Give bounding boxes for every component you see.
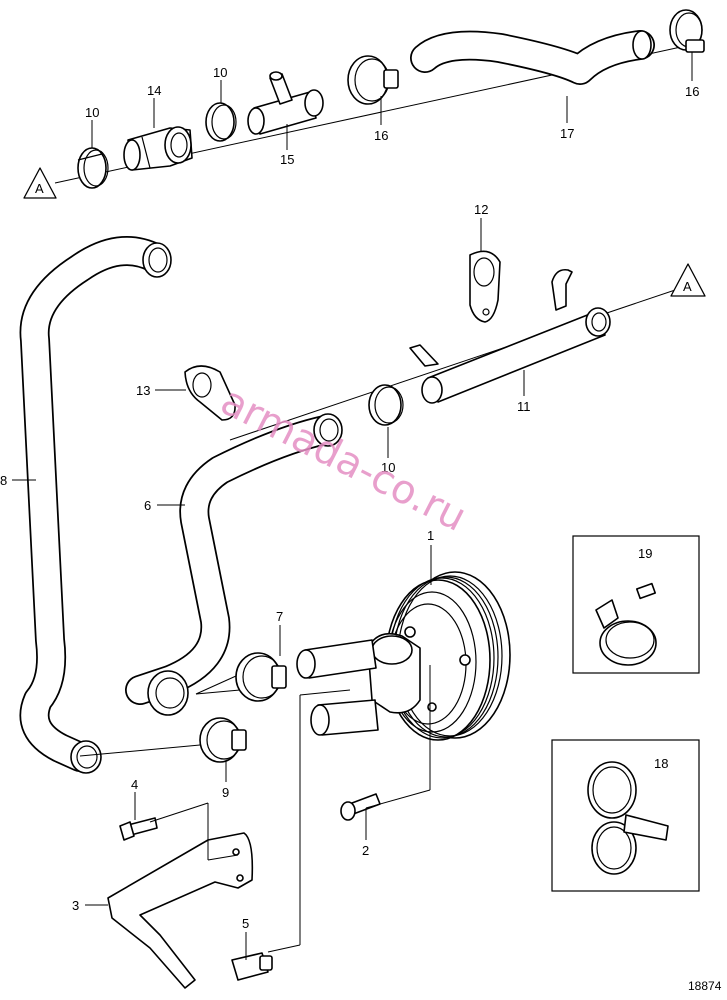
hose-8 bbox=[19, 235, 172, 774]
callout-12: 12 bbox=[474, 202, 488, 217]
callout-10-lower: 10 bbox=[381, 460, 395, 475]
callout-3: 3 bbox=[72, 898, 79, 913]
section-marker-a-right: A bbox=[670, 263, 706, 297]
callout-9: 9 bbox=[222, 785, 229, 800]
callout-18: 18 bbox=[654, 756, 668, 771]
section-marker-a-right-label: A bbox=[683, 279, 692, 294]
clamp-16-left bbox=[347, 55, 399, 105]
section-marker-a-left-label: A bbox=[35, 181, 44, 196]
callout-8: 8 bbox=[0, 473, 7, 488]
clip-5 bbox=[231, 952, 273, 981]
figure-number: 18874 bbox=[688, 979, 722, 993]
callout-5: 5 bbox=[242, 916, 249, 931]
hose-6 bbox=[125, 413, 343, 716]
inset-box-18 bbox=[551, 739, 700, 892]
mid-assembly: A bbox=[184, 250, 706, 441]
section-marker-a-left: A bbox=[23, 167, 57, 199]
clamp-bracket-12 bbox=[469, 250, 501, 323]
callout-16-left: 16 bbox=[374, 128, 388, 143]
clamp-bracket-13 bbox=[184, 365, 236, 421]
callout-14: 14 bbox=[147, 83, 161, 98]
callout-1: 1 bbox=[427, 528, 434, 543]
callout-10-left: 10 bbox=[85, 105, 99, 120]
clamp-10-left bbox=[77, 147, 109, 189]
pipe-11 bbox=[409, 268, 611, 404]
clamp-9 bbox=[199, 717, 247, 763]
callout-11: 11 bbox=[517, 399, 531, 414]
callout-6: 6 bbox=[144, 498, 151, 513]
clamp-16-right bbox=[669, 9, 705, 53]
tee-pipe-15 bbox=[247, 71, 324, 135]
bolt-2 bbox=[340, 793, 381, 821]
clamp-7 bbox=[235, 652, 287, 702]
leader-lines bbox=[12, 52, 693, 960]
callout-17: 17 bbox=[560, 126, 574, 141]
callout-19: 19 bbox=[638, 546, 652, 561]
callout-10-mid: 10 bbox=[213, 65, 227, 80]
callout-2: 2 bbox=[362, 843, 369, 858]
clamp-10-mid bbox=[205, 102, 237, 142]
callout-15: 15 bbox=[280, 152, 294, 167]
top-assembly: A bbox=[23, 9, 705, 199]
bolt-4 bbox=[119, 817, 158, 841]
clamp-10-lower bbox=[368, 384, 404, 426]
callout-16-right: 16 bbox=[685, 84, 699, 99]
callout-7: 7 bbox=[276, 609, 283, 624]
hose-17 bbox=[410, 30, 655, 85]
water-pump-1 bbox=[296, 571, 511, 741]
coupling-14 bbox=[123, 126, 193, 171]
callout-4: 4 bbox=[131, 777, 138, 792]
callout-labels: 10 14 10 15 16 17 16 12 13 11 10 8 6 1 7… bbox=[0, 65, 699, 931]
inset-box-19 bbox=[572, 535, 700, 674]
callout-13: 13 bbox=[136, 383, 150, 398]
